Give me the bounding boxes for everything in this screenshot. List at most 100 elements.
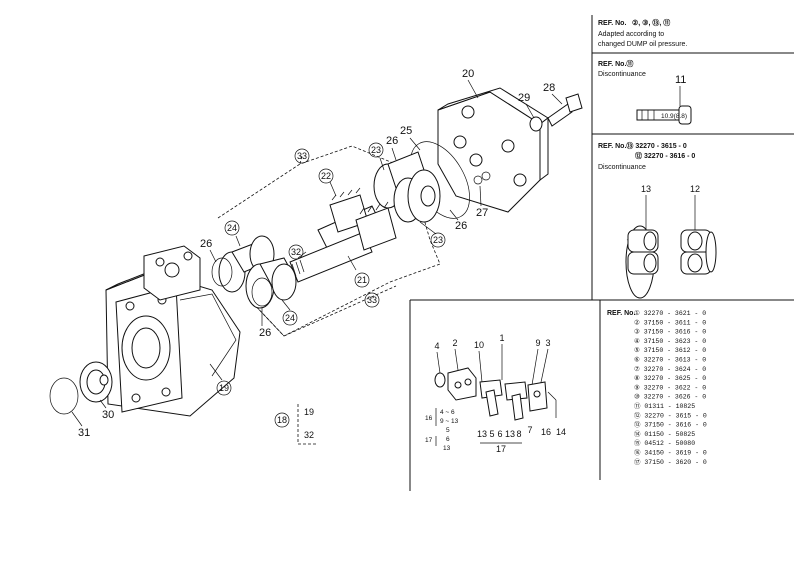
- o-ring-26-bottom: [251, 277, 273, 307]
- ref-table-row: ⑯ 34150 - 3619 - 0: [634, 449, 707, 457]
- washer-29: [529, 116, 543, 132]
- callout-circle-c24b: [282, 310, 298, 326]
- callout-circle-c33a: [294, 148, 310, 164]
- callout-25: 25: [400, 125, 412, 137]
- callout-circle-c19: [216, 380, 232, 396]
- inset-assembly: 4 2 10 1 9 3 13 5 6 13 8 7 16 14 17: [425, 333, 566, 454]
- bolt-11-drawing: 10.9(8.8): [636, 105, 692, 125]
- inset-legend-13: 13: [443, 445, 451, 452]
- ref-table-row: ⑮ 04512 - 50080: [634, 439, 695, 447]
- ref-table-row: ⑬ 37150 - 3616 - 0: [634, 421, 707, 429]
- callout-circled-c22: 22: [321, 171, 331, 181]
- o-ring-26-left: [211, 257, 233, 287]
- inset-callout-1: 1: [499, 333, 504, 343]
- bushing-13-drawing: [625, 225, 659, 299]
- note-32: 32: [304, 430, 314, 440]
- callout-26-right: 26: [455, 220, 467, 232]
- note-19-upper: 19: [304, 407, 314, 417]
- ref-table-row: ⑩ 32270 - 3626 - 0: [634, 393, 706, 401]
- callout-circled-c19: 19: [219, 383, 229, 393]
- group-33-outline-bottom: [249, 285, 397, 337]
- bushing-23-upper: [373, 151, 441, 223]
- inset-callout-9: 9: [535, 338, 540, 348]
- inset-callout-2: 2: [452, 338, 457, 348]
- inset-callout-4: 4: [434, 341, 439, 351]
- note-changed-text: changed DUMP oil pressure.: [598, 41, 687, 48]
- bushing-12-drawing: [680, 229, 717, 275]
- callout-20: 20: [462, 68, 474, 80]
- ref-table-row: ② 37150 - 3611 - 0: [634, 318, 706, 326]
- ref-table-row: ⑰ 37150 - 3620 - 0: [634, 458, 707, 466]
- bolt-grade-text: 10.9(8.8): [661, 113, 687, 120]
- note3-ref-12: ⑫ 32270 - 3616 - 0: [635, 151, 695, 160]
- callout-circled-c24a: 24: [227, 223, 237, 233]
- callout-13-box: 13: [641, 184, 651, 194]
- callout-29: 29: [518, 92, 530, 104]
- inset-legend-5: 5: [446, 427, 450, 434]
- inset-callout-13b: 13: [505, 429, 515, 439]
- ref-table-row: ④ 37150 - 3623 - 0: [634, 337, 706, 345]
- inset-legend-4-6: 4 ~ 6: [440, 409, 455, 416]
- callout-circled-c32: 32: [291, 247, 301, 257]
- note3-discontinuance: Discontinuance: [598, 164, 646, 171]
- ref-table-row: ① 32270 - 3621 - 0: [634, 309, 706, 317]
- callout-circle-c22: [318, 168, 334, 184]
- pump-housing-19: [105, 245, 241, 417]
- ref-table-row: ⑫ 32270 - 3615 - 0: [634, 411, 707, 419]
- ref-table-header: REF. No.: [607, 310, 635, 317]
- inset-legend-16: 16: [425, 415, 433, 422]
- inset-callout-16: 16: [541, 427, 551, 437]
- inset-legend-17: 17: [425, 437, 433, 444]
- callout-circle-c32: [288, 244, 304, 260]
- inset-callout-3: 3: [545, 338, 550, 348]
- ref-table-row: ⑤ 37150 - 3612 - 0: [634, 346, 706, 354]
- note2-ref: REF. No.⑪: [598, 59, 633, 68]
- callout-28: 28: [543, 82, 555, 94]
- ref-table-row: ③ 37150 - 3616 - 0: [634, 328, 706, 336]
- inset-callout-14: 14: [556, 427, 566, 437]
- note-adapted-text: Adapted according to: [598, 31, 664, 38]
- callout-circled-c33a: 33: [297, 151, 307, 161]
- callout-11: 11: [675, 74, 686, 86]
- rear-cover-20: [437, 87, 549, 213]
- note2-discontinuance: Discontinuance: [598, 71, 646, 78]
- callout-circle-c33b: [364, 292, 380, 308]
- callout-circle-c23b: [430, 232, 446, 248]
- callout-30: 30: [102, 409, 114, 421]
- note-ref-label: REF. No.: [598, 20, 626, 27]
- gear-shaft-21: [289, 201, 397, 283]
- bolt-28: [547, 93, 583, 127]
- ref-table-row: ⑭ 01150 - 50825: [634, 430, 695, 438]
- callout-27: 27: [476, 207, 488, 219]
- callout-circled-c23a: 23: [371, 145, 381, 155]
- inset-callout-8: 8: [516, 429, 521, 439]
- inset-callout-13: 13: [477, 429, 487, 439]
- note-ref-numbers: ②, ③, ⑬, ⑪: [632, 18, 670, 27]
- inset-callout-6: 6: [497, 429, 502, 439]
- callout-circled-c24b: 24: [285, 313, 295, 323]
- info-box-frame: [409, 15, 794, 491]
- snap-ring-31: [49, 377, 79, 415]
- callout-circle-c21: [354, 272, 370, 288]
- callout-circle-c24a: [224, 220, 240, 236]
- ref-table-row: ⑥ 32270 - 3613 - 0: [634, 356, 706, 364]
- inset-legend-6: 6: [446, 436, 450, 443]
- callout-26-bottom: 26: [259, 327, 271, 339]
- ref-table-row: ⑧ 32270 - 3625 - 0: [634, 374, 706, 382]
- callout-26-left: 26: [200, 238, 212, 250]
- ref-table-row: ⑦ 32270 - 3624 - 0: [634, 365, 706, 373]
- callout-26-upper: 26: [386, 135, 398, 147]
- callout-circle-c23a: [368, 142, 384, 158]
- ref-table: REF. No. ① 32270 - 3621 - 0② 37150 - 361…: [607, 309, 707, 466]
- inset-callout-17: 17: [496, 444, 506, 454]
- note3-ref-13: REF. No.⑬ 32270 - 3615 - 0: [598, 141, 687, 150]
- oil-seal-30: [79, 361, 113, 403]
- callout-circle-c18: [274, 412, 290, 428]
- ref-table-row: ⑪ 01311 - 10825: [634, 402, 695, 410]
- inset-callout-5: 5: [489, 429, 494, 439]
- callout-31: 31: [78, 427, 90, 439]
- inset-callout-10: 10: [474, 340, 484, 350]
